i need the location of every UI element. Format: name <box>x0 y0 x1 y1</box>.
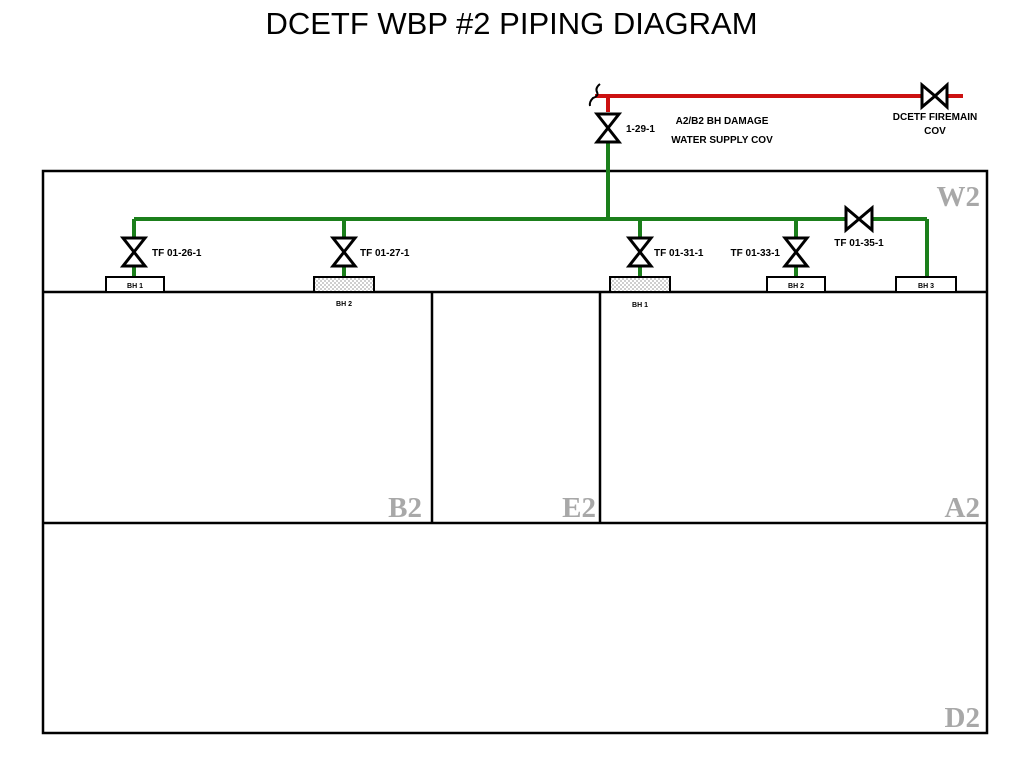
valve-tf-01-27-1-label: TF 01-27-1 <box>360 248 410 259</box>
room-label-d2: D2 <box>945 702 980 734</box>
cov-annotation-line-1: A2/B2 BH DAMAGE <box>676 116 769 127</box>
valve-1-29-1-label: 1-29-1 <box>626 124 655 135</box>
bh1-right-label: BH 1 <box>632 302 648 309</box>
valve-tf-01-31-1[interactable] <box>625 236 655 268</box>
bulkhead-fitting-bh1-left: BH 1 <box>105 276 165 293</box>
cov-annotation-line-2: WATER SUPPLY COV <box>671 135 773 146</box>
firemain-cov-label-1: DCETF FIREMAIN <box>893 112 977 123</box>
firemain-pipe <box>595 94 963 112</box>
bulkhead-fitting-bh3-right: BH 3 <box>895 276 957 293</box>
bh1-left-label: BH 1 <box>127 283 143 290</box>
bulkhead-fitting-bh1-right: BH 1 <box>609 276 671 309</box>
valve-tf-01-26-1[interactable] <box>119 236 149 268</box>
bulkhead-fitting-bh2-left: BH 2 <box>313 276 375 308</box>
valve-1-29-1[interactable] <box>593 112 623 144</box>
room-label-w2: W2 <box>937 181 981 213</box>
bulkhead-fitting-bh2-right: BH 2 <box>766 276 826 293</box>
valve-tf-01-31-1-label: TF 01-31-1 <box>654 248 704 259</box>
room-label-b2: B2 <box>388 492 422 524</box>
pipe-break-symbol <box>588 83 601 107</box>
valve-tf-01-27-1[interactable] <box>329 236 359 268</box>
firemain-cov-label-2: COV <box>924 126 946 137</box>
water-supply-piping <box>132 142 929 277</box>
room-label-a2: A2 <box>945 492 980 524</box>
compartment-walls <box>41 169 989 735</box>
bh2-left-label: BH 2 <box>336 301 352 308</box>
page-title: DCETF WBP #2 PIPING DIAGRAM <box>265 6 758 41</box>
room-label-e2: E2 <box>562 492 596 524</box>
valve-tf-01-35-1-label: TF 01-35-1 <box>834 238 884 249</box>
outer-wall <box>41 169 989 735</box>
firemain-cov-valve[interactable] <box>920 81 949 111</box>
valve-tf-01-35-1[interactable] <box>844 204 874 234</box>
valve-tf-01-33-1[interactable] <box>781 236 811 268</box>
valve-tf-01-26-1-label: TF 01-26-1 <box>152 248 202 259</box>
valve-tf-01-33-1-label: TF 01-33-1 <box>731 248 781 259</box>
bh2-right-label: BH 2 <box>788 283 804 290</box>
bh3-right-label: BH 3 <box>918 283 934 290</box>
